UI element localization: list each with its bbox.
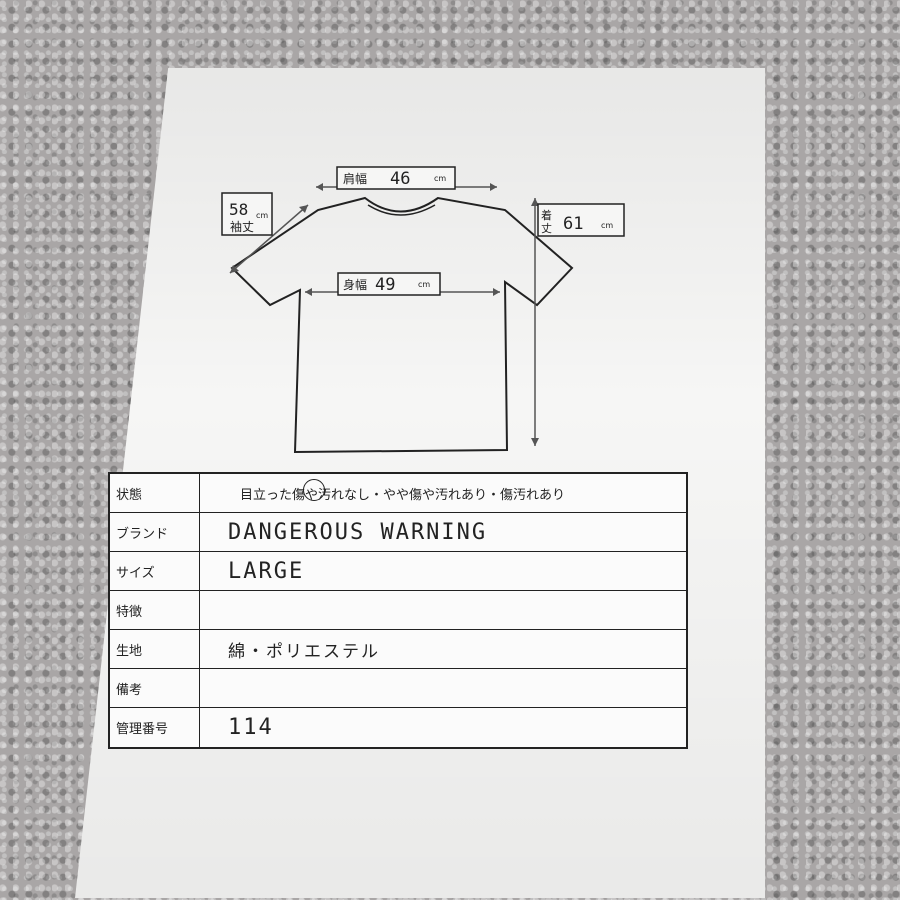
length-arrow-top [531, 198, 539, 206]
sleeve-arrow-start [299, 205, 308, 213]
size-label: サイズ [110, 552, 200, 590]
shoulder-label: 肩幅 [343, 171, 367, 186]
notes-value [200, 669, 686, 707]
length-box [537, 203, 625, 237]
notes-label: 備考 [110, 669, 200, 707]
tshirt-outline [230, 196, 574, 454]
condition-circle-mark [303, 479, 325, 501]
sleeve-arrow [229, 204, 309, 274]
row-brand: ブランド DANGEROUS WARNING [110, 513, 686, 552]
shoulder-arrow-right [490, 183, 497, 191]
tshirt-collar [367, 204, 436, 216]
body-label: 身幅 [343, 277, 367, 292]
length-unit: cm [601, 221, 613, 230]
fabric-value: 綿・ポリエステル [228, 641, 380, 662]
body-value: 49 [375, 275, 395, 295]
body-arrow-right [493, 288, 500, 296]
sleeve-box [221, 192, 273, 236]
shoulder-arrow-left [316, 183, 323, 191]
number-label: 管理番号 [110, 708, 200, 747]
item-info-table: 状態 目立った傷や汚れなし・やや傷や汚れあり・傷汚れあり ブランド DANGER… [108, 472, 688, 749]
sleeve-value: 58 [229, 200, 248, 219]
length-label-2: 丈 [541, 222, 552, 235]
sleeve-arrow-end [230, 265, 239, 273]
shoulder-unit: cm [434, 174, 446, 183]
features-label: 特徴 [110, 591, 200, 629]
row-number: 管理番号 114 [110, 708, 686, 747]
row-size: サイズ LARGE [110, 552, 686, 591]
number-value: 114 [228, 715, 274, 740]
fabric-label: 生地 [110, 630, 200, 668]
shoulder-box [336, 166, 456, 190]
condition-value-cell: 目立った傷や汚れなし・やや傷や汚れあり・傷汚れあり [200, 474, 686, 512]
brand-value: DANGEROUS WARNING [228, 519, 488, 545]
sleeve-unit: cm [256, 211, 268, 220]
row-fabric: 生地 綿・ポリエステル [110, 630, 686, 669]
body-arrow-left [305, 288, 312, 296]
brand-label: ブランド [110, 513, 200, 551]
length-arrow-bottom [531, 438, 539, 446]
condition-value: 目立った傷や汚れなし・やや傷や汚れあり・傷汚れあり [240, 487, 566, 503]
shoulder-value: 46 [390, 169, 410, 189]
row-features: 特徴 [110, 591, 686, 630]
length-value: 61 [563, 214, 583, 234]
body-box [337, 272, 441, 296]
condition-label: 状態 [110, 474, 200, 512]
row-condition: 状態 目立った傷や汚れなし・やや傷や汚れあり・傷汚れあり [110, 474, 686, 513]
row-notes: 備考 [110, 669, 686, 708]
size-value: LARGE [228, 558, 305, 584]
length-label-1: 着 [541, 208, 552, 222]
sleeve-label: 袖丈 [230, 219, 254, 234]
body-unit: cm [418, 280, 430, 289]
features-value [200, 591, 686, 629]
